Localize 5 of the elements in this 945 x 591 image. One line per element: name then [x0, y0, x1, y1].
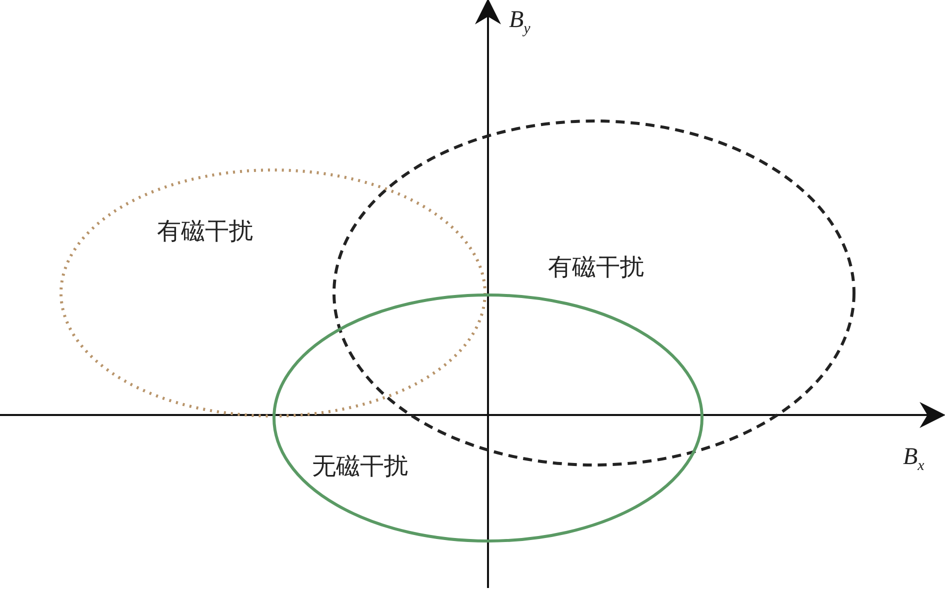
- region-label: 有磁干扰: [157, 219, 253, 243]
- region-label: 有磁干扰: [548, 255, 644, 279]
- axis-label: B$_{y}$: [509, 8, 530, 37]
- axis-label: B$_{x}$: [903, 445, 924, 474]
- region-label: 无磁干扰: [312, 454, 408, 478]
